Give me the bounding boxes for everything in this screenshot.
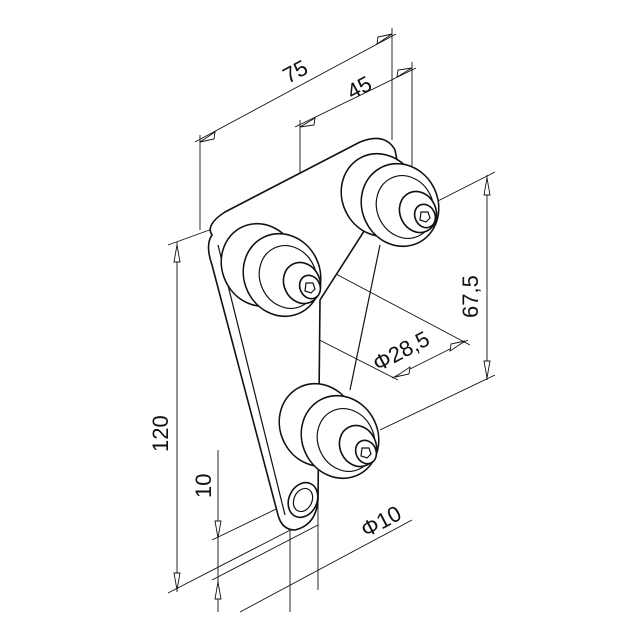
dim-height-overall: 120: [148, 415, 173, 452]
plate-edge-right: [349, 244, 381, 391]
dim-width-overall: 75: [279, 55, 312, 89]
hex-socket-icon: [304, 282, 316, 294]
mounting-hole: [287, 481, 319, 519]
plate-edge: [217, 244, 286, 516]
dimension-lines: [167, 28, 496, 613]
dim-roller-spacing-vertical: 67,5: [458, 275, 483, 318]
roller-top-right: [340, 152, 440, 248]
dim-roller-diameter: Φ28,5: [369, 326, 434, 376]
roller-bottom: [278, 382, 380, 480]
dim-roller-spacing-horizontal: 45: [343, 71, 376, 105]
hex-socket-icon: [419, 211, 431, 223]
dim-hole-offset: 10: [191, 474, 216, 498]
hex-socket-icon: [360, 447, 372, 459]
roller-top-left: [220, 222, 322, 318]
